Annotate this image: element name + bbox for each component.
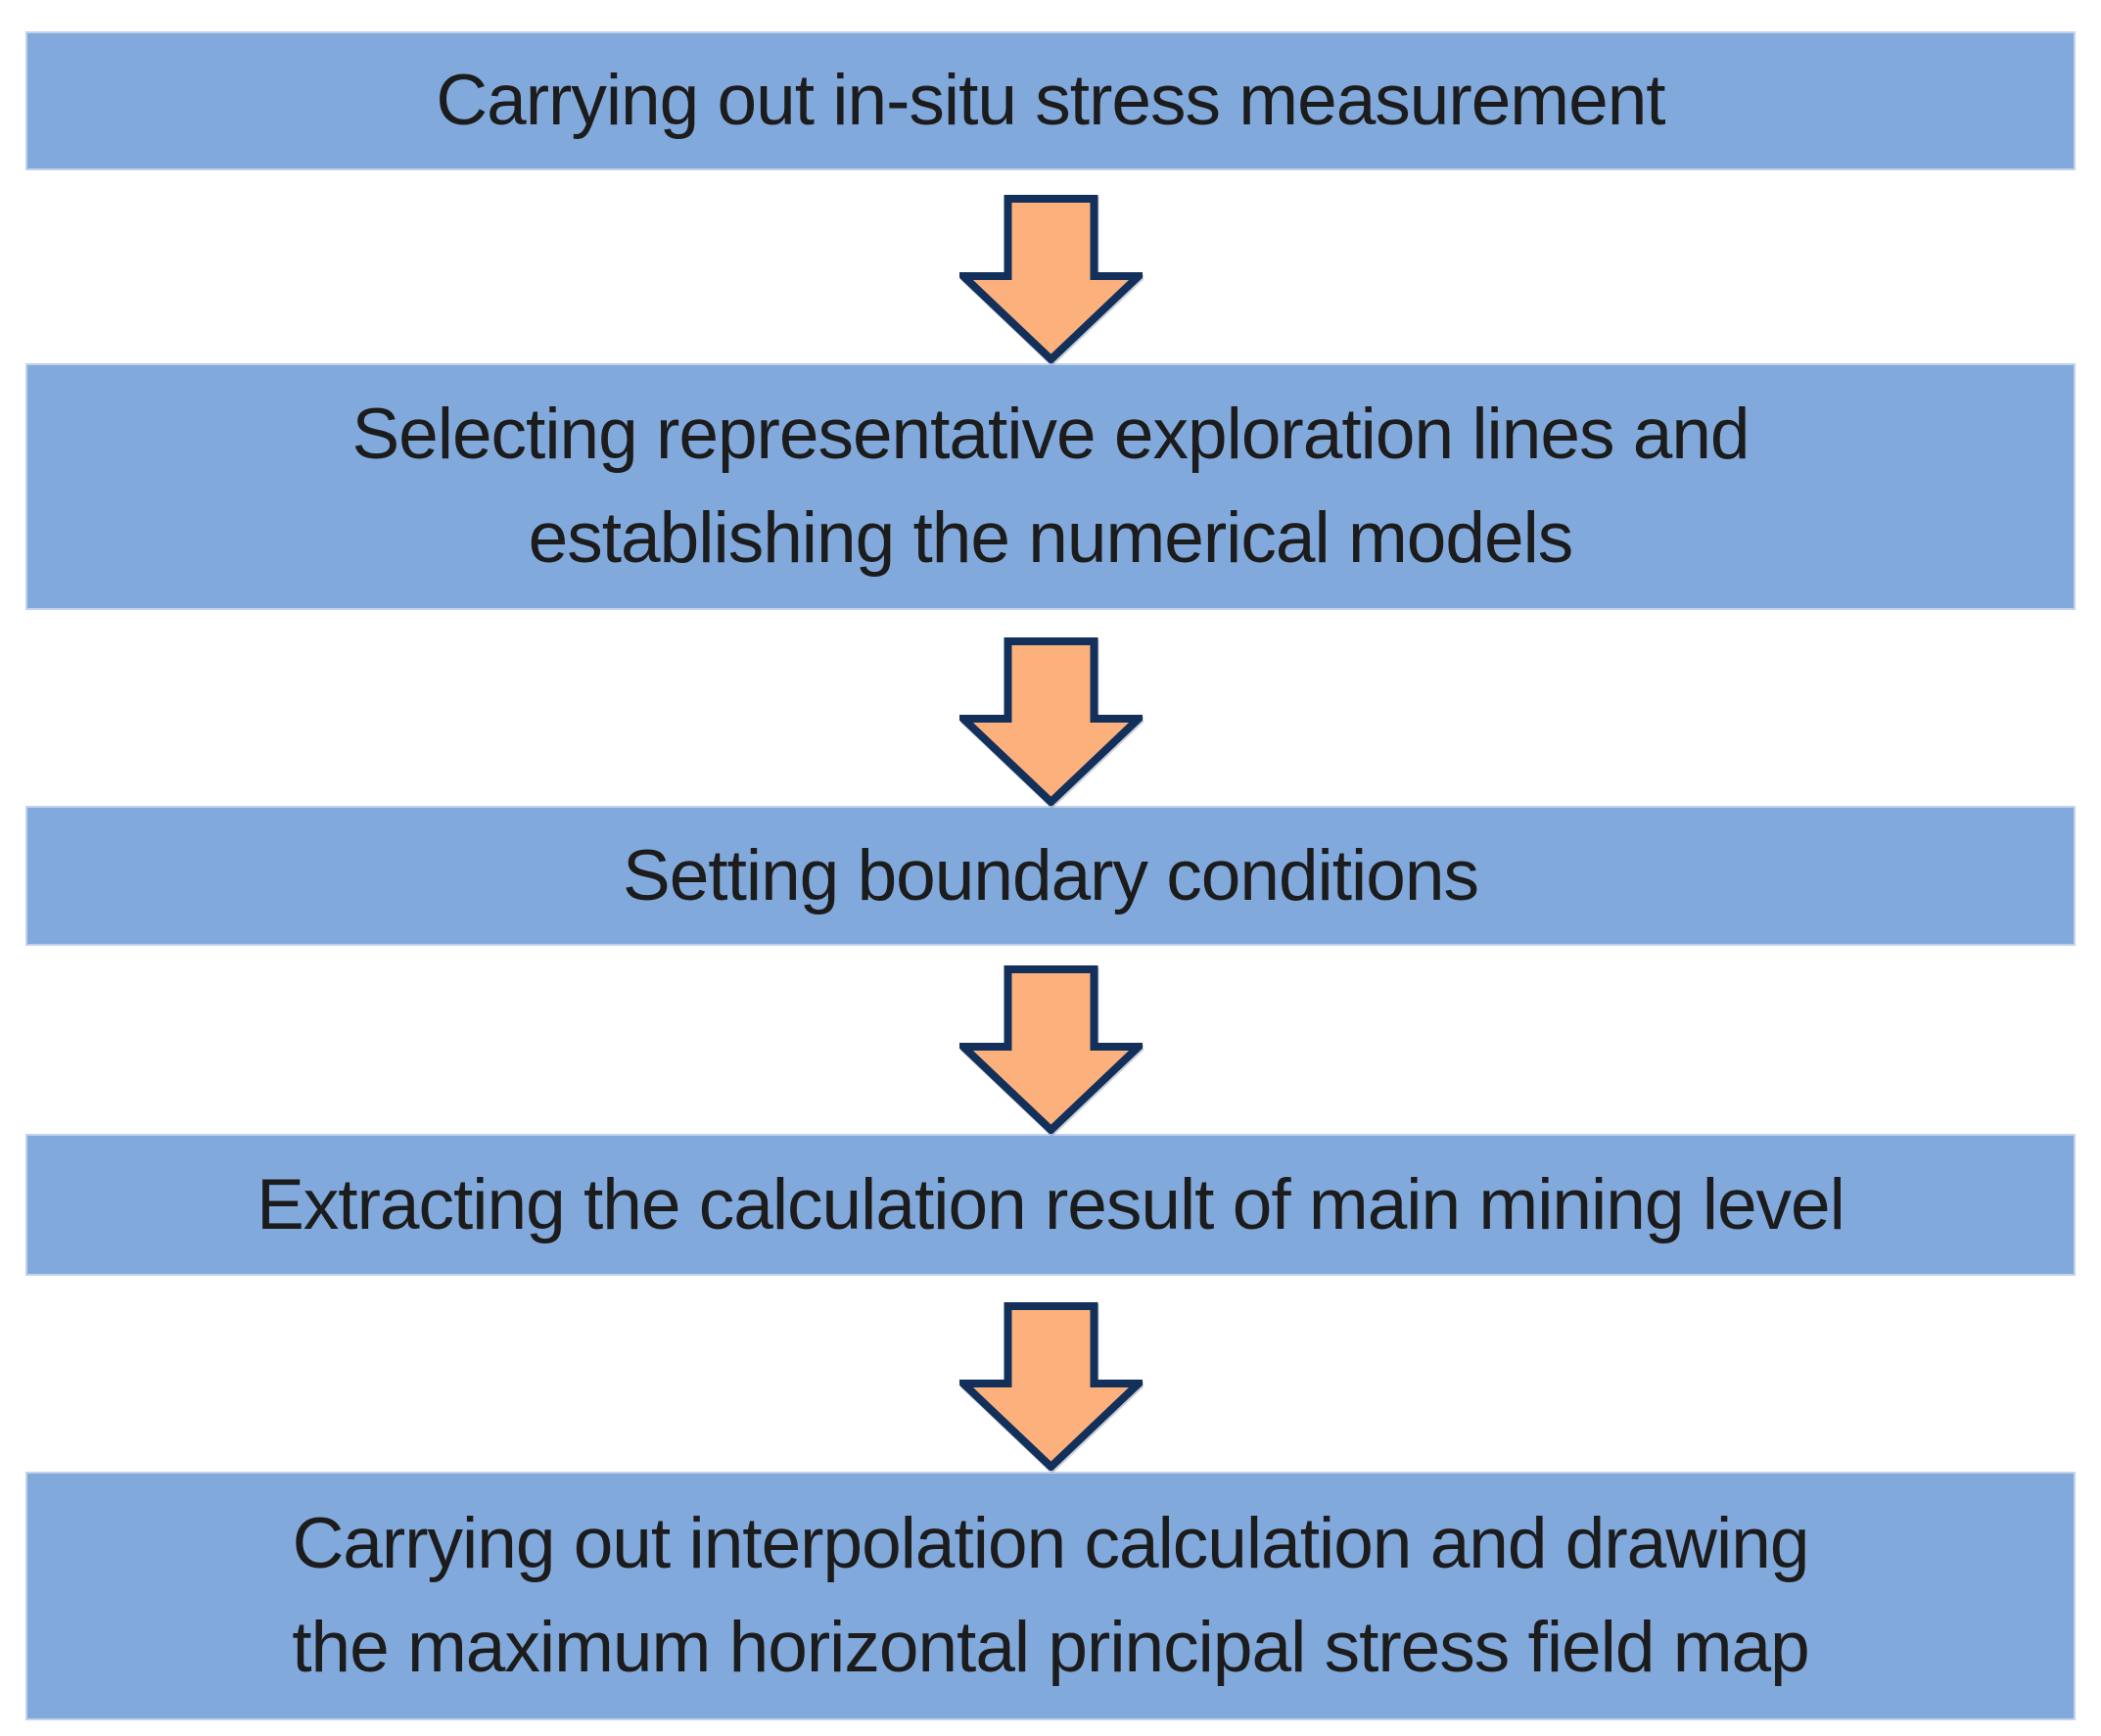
- down-arrow-icon: [958, 195, 1143, 363]
- step-1-text: Carrying out in-situ stress measurement: [436, 61, 1665, 140]
- step-box-5: Carrying out interpolation calculation a…: [25, 1472, 2076, 1720]
- step-box-1: Carrying out in-situ stress measurement: [25, 31, 2076, 170]
- down-arrow-icon: [958, 637, 1143, 806]
- step-2-text-line-1: Selecting representative exploration lin…: [351, 395, 1750, 474]
- step-2-text-line-2: establishing the numerical models: [528, 498, 1574, 578]
- step-box-2: Selecting representative exploration lin…: [25, 363, 2076, 610]
- down-arrow-icon: [958, 1302, 1143, 1471]
- step-5-text-line-2: the maximum horizontal principal stress …: [292, 1608, 1810, 1687]
- down-arrow-icon: [958, 965, 1143, 1134]
- step-4-text: Extracting the calculation result of mai…: [257, 1164, 1845, 1244]
- step-box-3: Setting boundary conditions: [25, 806, 2076, 946]
- step-3-text: Setting boundary conditions: [623, 835, 1479, 915]
- step-box-4: Extracting the calculation result of mai…: [25, 1134, 2076, 1276]
- step-5-text-line-1: Carrying out interpolation calculation a…: [292, 1504, 1810, 1583]
